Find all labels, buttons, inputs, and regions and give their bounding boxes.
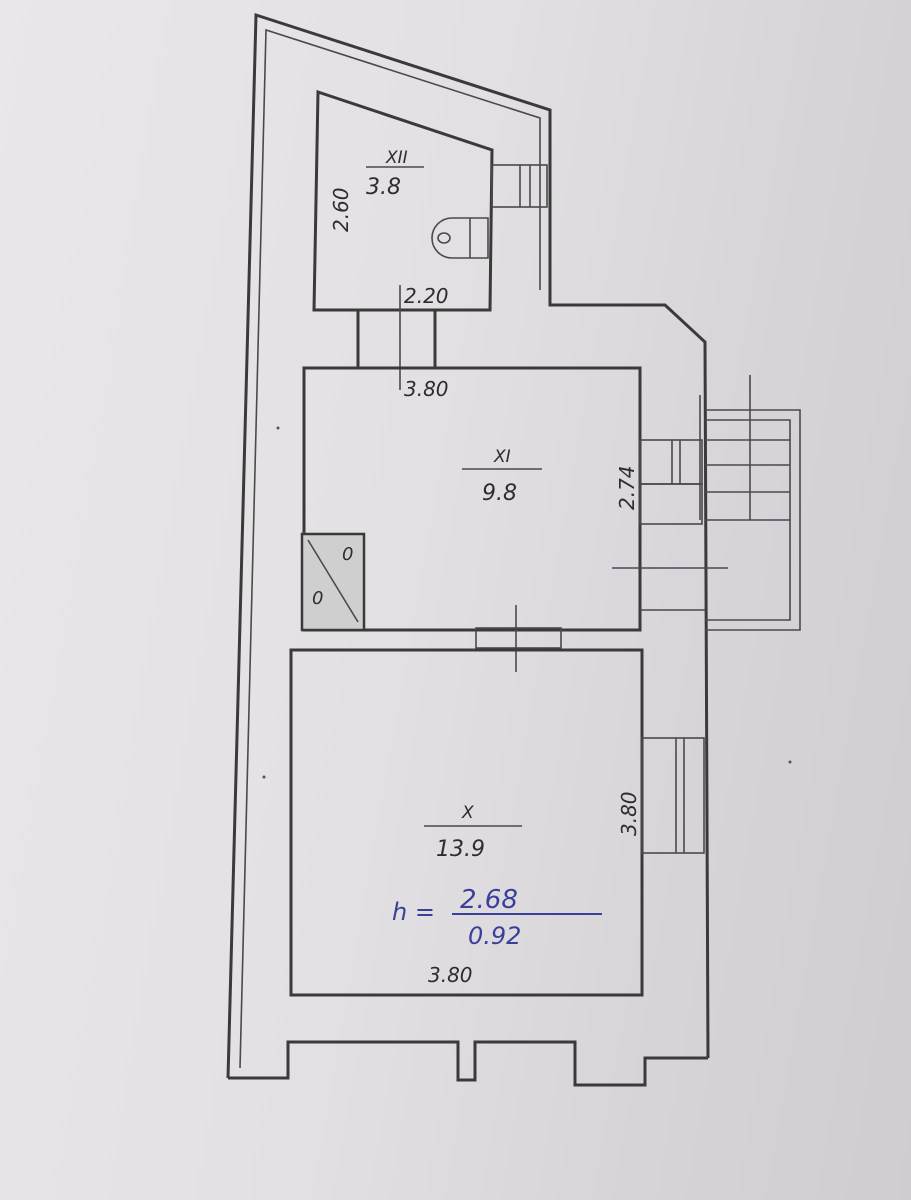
room-area: 13.9 — [436, 837, 485, 862]
stray-mark — [276, 426, 280, 430]
handwritten-height-note: h = 2.68 0.92 — [392, 885, 602, 950]
room-numeral: X — [461, 803, 474, 823]
dimension-xii-height: 2.60 — [329, 187, 353, 232]
stove-burner-bottom: 0 — [312, 588, 323, 609]
dimension-xi-height: 2.74 — [615, 465, 639, 510]
toilet-fixture — [431, 217, 489, 259]
room-xi: 0 0 — [300, 366, 728, 672]
stray-mark — [788, 760, 792, 764]
stove-fixture: 0 0 — [300, 532, 366, 632]
stray-mark — [262, 775, 266, 779]
dimension-x-width: 3.80 — [428, 963, 473, 987]
room-area: 3.8 — [366, 175, 401, 200]
room-x — [289, 648, 705, 997]
note-prefix: h = — [392, 898, 435, 926]
stove-burner-top: 0 — [342, 544, 353, 565]
room-area: 9.8 — [482, 481, 517, 506]
room-label-xii: XII 3.8 — [366, 148, 424, 200]
dimension-x-height: 3.80 — [617, 791, 641, 836]
note-numerator: 2.68 — [460, 885, 518, 915]
dimension-xi-width: 3.80 — [404, 377, 449, 401]
exterior-stairs — [699, 375, 801, 631]
outer-walls — [226, 12, 710, 1087]
room-numeral: XI — [493, 447, 511, 467]
dimension-xii-width: 2.20 — [404, 284, 449, 308]
room-numeral: XII — [385, 148, 408, 168]
room-label-x: X 13.9 — [424, 803, 522, 862]
note-denominator: 0.92 — [468, 922, 521, 950]
room-label-xi: XI 9.8 — [462, 447, 542, 506]
room-xii — [312, 89, 548, 390]
